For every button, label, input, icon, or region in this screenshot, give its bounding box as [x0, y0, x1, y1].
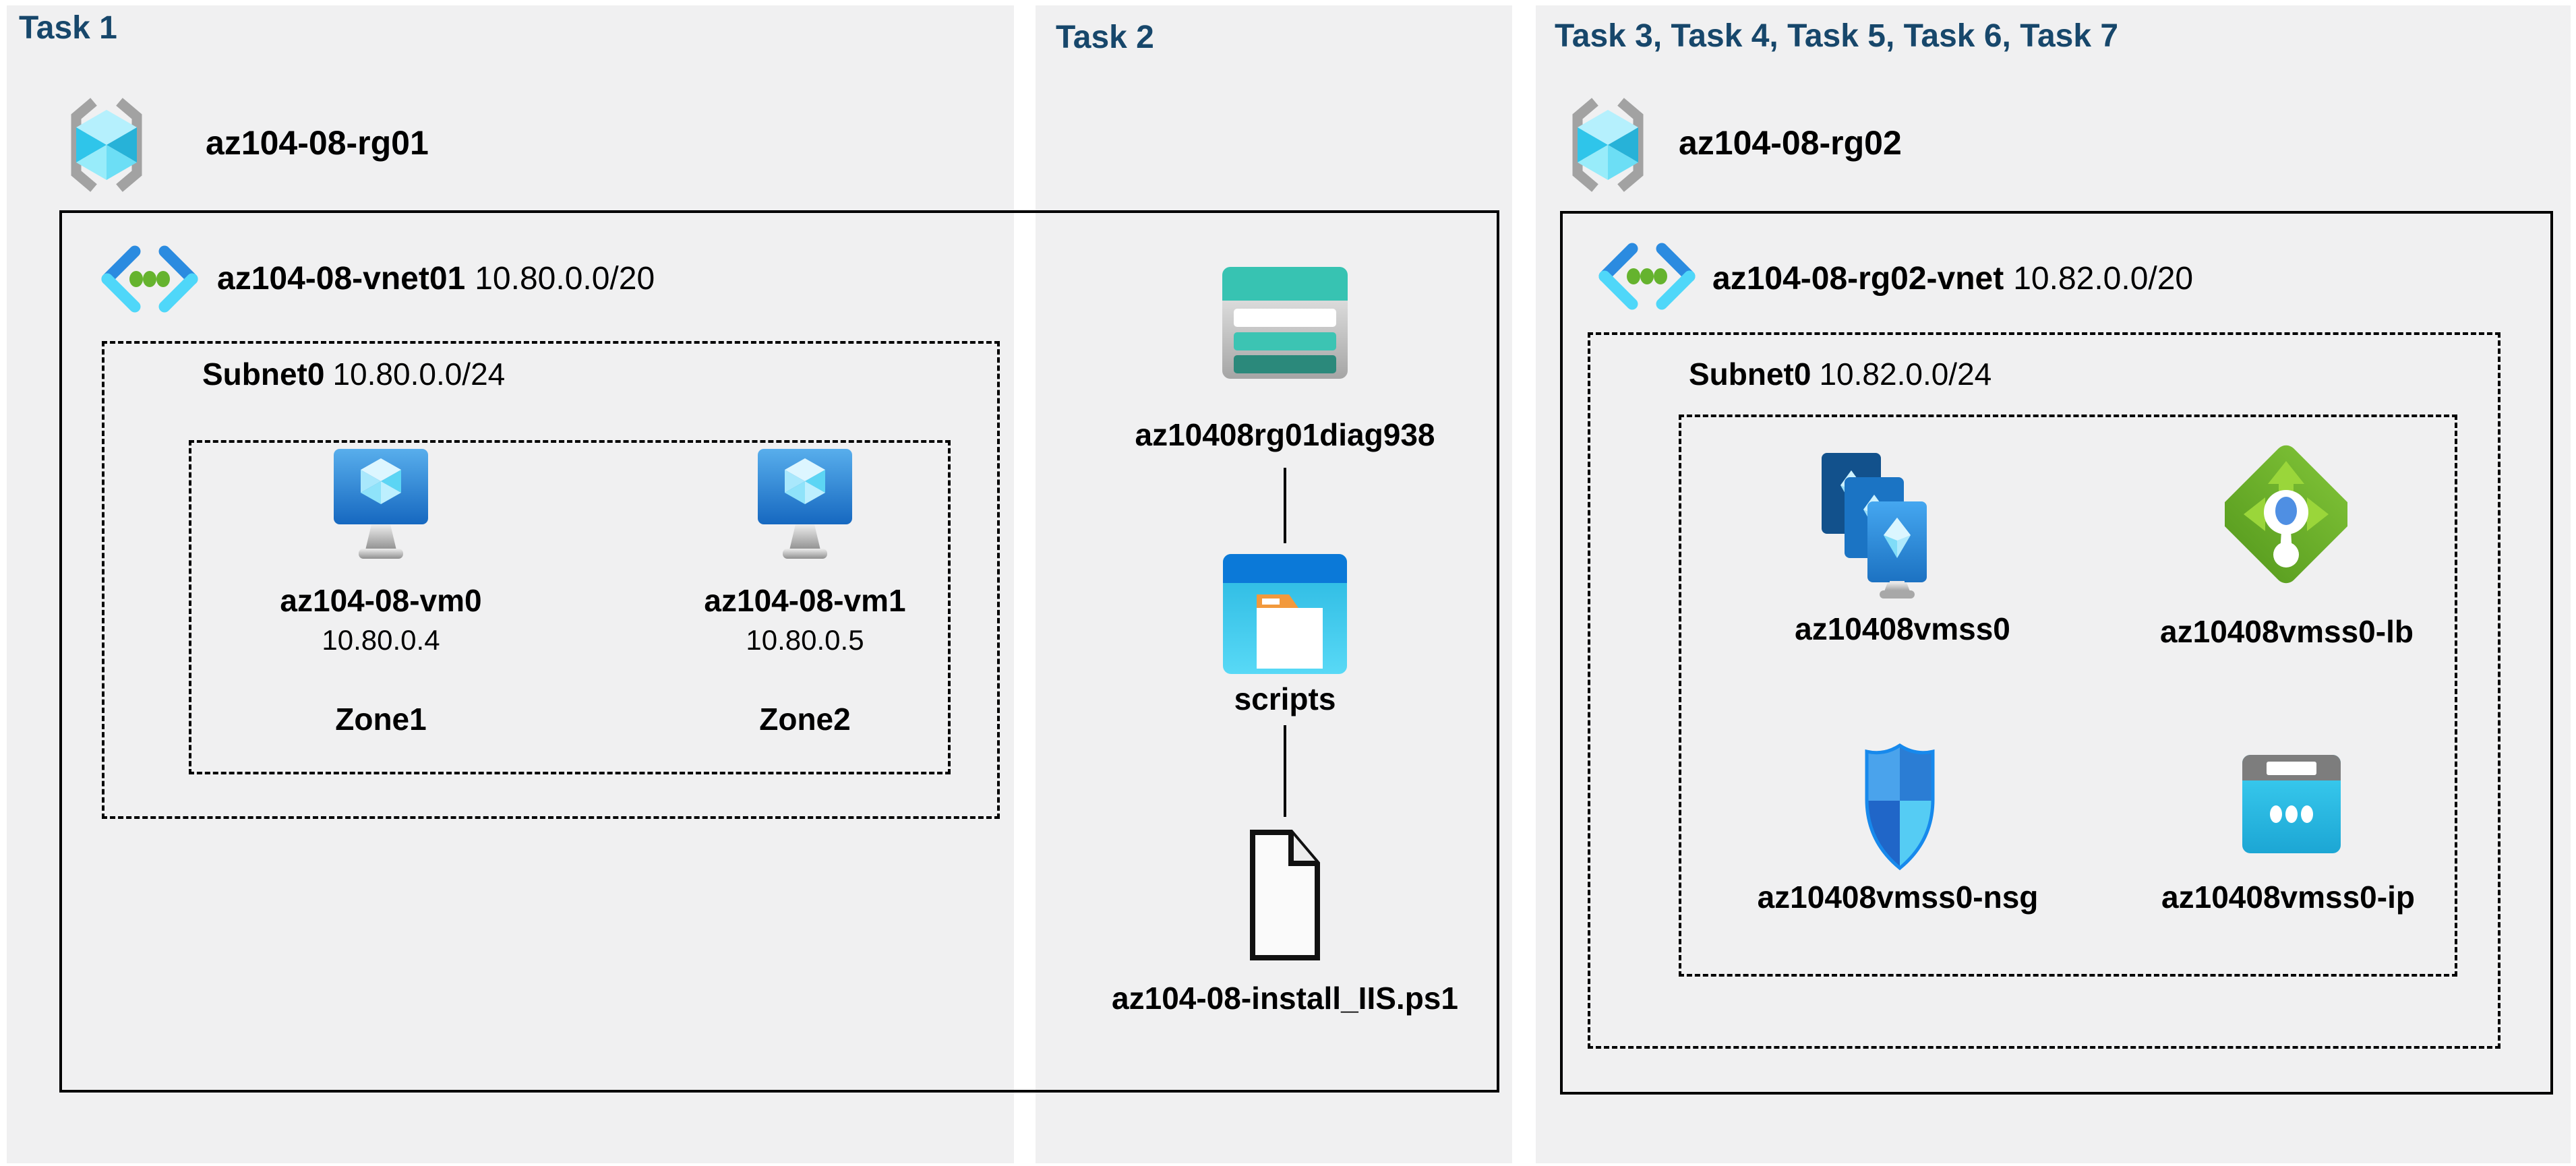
subnet0-box-task3 — [1588, 332, 2500, 1049]
subnet0-box-task1 — [102, 341, 1000, 819]
vm1-ip: 10.80.0.5 — [746, 624, 864, 656]
vmss-resources-box — [1679, 415, 2457, 977]
subnet-2-name: Subnet0 — [1689, 357, 1811, 392]
file-icon — [1250, 830, 1320, 960]
public-ip-icon — [2242, 755, 2341, 853]
task1-panel — [7, 5, 1014, 1163]
virtual-machine-icon — [334, 449, 428, 559]
blob-container-icon — [1223, 554, 1347, 674]
nsg-shield-icon — [1865, 743, 1935, 871]
task1-header: Task 1 — [19, 10, 117, 46]
vnet-1-name: az104-08-vnet01 — [217, 261, 466, 297]
vm-scale-set-icon — [1822, 453, 1927, 599]
storage-account-label: az10408rg01diag938 — [1135, 417, 1435, 452]
nsg-label: az10408vmss0-nsg — [1757, 880, 2039, 915]
storage-account-icon — [1222, 267, 1348, 379]
vnet-1-cidr: 10.80.0.0/20 — [475, 261, 655, 297]
connector-scripts-to-file — [1284, 725, 1286, 817]
virtual-network-icon — [101, 245, 198, 313]
vm0-zone: Zone1 — [335, 702, 427, 737]
vnet-2-cidr: 10.82.0.0/20 — [2013, 261, 2194, 297]
public-ip-label: az10408vmss0-ip — [2161, 880, 2415, 915]
task3-panel — [1536, 5, 2571, 1163]
vm1-zone: Zone2 — [759, 702, 851, 737]
script-file-label: az104-08-install_IIS.ps1 — [1112, 981, 1458, 1016]
vmss-label: az10408vmss0 — [1795, 611, 2010, 646]
availability-zones-box — [189, 440, 951, 774]
task3-header: Task 3, Task 4, Task 5, Task 6, Task 7 — [1555, 18, 2119, 54]
task2-header: Task 2 — [1056, 20, 1154, 55]
virtual-network-icon — [1598, 243, 1696, 310]
vnet-2-name: az104-08-rg02-vnet — [1712, 261, 2004, 297]
scripts-container-label: scripts — [1234, 681, 1336, 716]
vnet01-boundary-box — [59, 210, 1499, 1093]
vm0-name: az104-08-vm0 — [280, 583, 482, 618]
load-balancer-icon — [2225, 445, 2347, 584]
resource-group-1-label: az104-08-rg01 — [206, 124, 429, 162]
load-balancer-label: az10408vmss0-lb — [2160, 614, 2414, 649]
subnet-2-cidr: 10.82.0.0/24 — [1819, 357, 1992, 392]
subnet-1-name: Subnet0 — [202, 357, 325, 392]
vm1-name: az104-08-vm1 — [704, 583, 906, 618]
vm0-ip: 10.80.0.4 — [322, 624, 440, 656]
resource-group-icon — [71, 98, 142, 192]
vnet02-boundary-box — [1560, 211, 2553, 1095]
resource-group-icon — [1572, 98, 1644, 192]
virtual-machine-icon — [758, 449, 852, 559]
resource-group-2-label: az104-08-rg02 — [1679, 124, 1902, 162]
subnet-1-cidr: 10.80.0.0/24 — [332, 357, 506, 392]
connector-storage-to-scripts — [1284, 468, 1286, 543]
